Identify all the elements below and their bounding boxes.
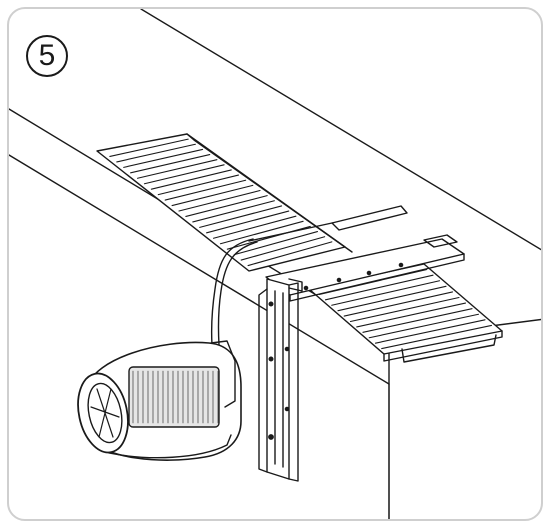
grille-tray-rear — [96, 133, 353, 272]
power-cable — [210, 238, 258, 346]
illustration-frame: 5 — [7, 7, 543, 521]
step-number-badge: 5 — [26, 35, 68, 77]
heater-unit — [77, 340, 242, 461]
vertical-bracket — [258, 278, 303, 482]
installation-diagram — [9, 9, 541, 519]
